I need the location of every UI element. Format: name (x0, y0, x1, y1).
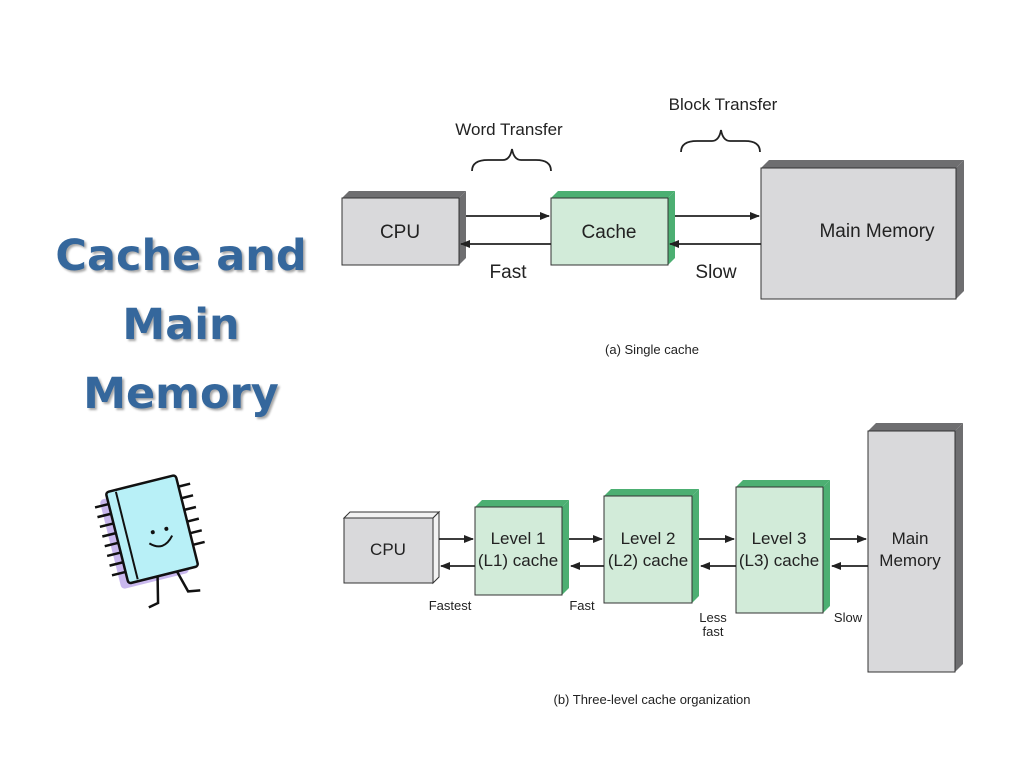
less-fast-label-line2: fast (703, 624, 724, 639)
fast-label-b: Fast (569, 598, 595, 613)
block-transfer-label: Block Transfer (669, 95, 778, 114)
single-cache-diagram: Word Transfer Block Transfer CPU Cache M… (341, 95, 964, 357)
cpu-box: CPU (341, 191, 466, 266)
single-cache-caption: (a) Single cache (605, 342, 699, 357)
l3-label-line1: Level 3 (752, 529, 807, 548)
slow-label-b: Slow (834, 610, 863, 625)
block-transfer-brace (680, 129, 761, 153)
word-transfer-label: Word Transfer (455, 120, 563, 139)
l2-label-line1: Level 2 (621, 529, 676, 548)
slide-title-line-2: Main (122, 300, 240, 350)
slide-title-line-3: Memory (83, 369, 279, 419)
three-level-caption: (b) Three-level cache organization (553, 692, 750, 707)
l2-cache-box: Level 2 (L2) cache (603, 489, 699, 604)
less-fast-label-line1: Less (699, 610, 727, 625)
l2-label-line2: (L2) cache (608, 551, 688, 570)
slow-label: Slow (695, 262, 736, 283)
main-memory-box-b: Main Memory (867, 423, 963, 673)
slide-title-line-1: Cache and (55, 231, 307, 281)
slide-title: Cache and Main Memory (40, 222, 322, 429)
cpu-label-b: CPU (370, 540, 406, 559)
main-memory-box: Main Memory (760, 160, 964, 300)
memory-label-line2: Memory (879, 551, 941, 570)
cache-box: Cache (550, 191, 675, 266)
l1-label-line1: Level 1 (491, 529, 546, 548)
cpu-label: CPU (380, 222, 420, 243)
l1-label-line2: (L1) cache (478, 551, 558, 570)
word-transfer-brace (471, 148, 552, 172)
l3-cache-box: Level 3 (L3) cache (735, 480, 830, 614)
l1-cache-box: Level 1 (L1) cache (474, 500, 569, 596)
main-memory-label: Main Memory (819, 221, 935, 242)
cache-label: Cache (582, 222, 637, 243)
cpu-box-b: CPU (342, 510, 441, 585)
fast-label: Fast (490, 262, 528, 283)
l3-label-line2: (L3) cache (739, 551, 819, 570)
fastest-label: Fastest (429, 598, 472, 613)
three-level-cache-diagram: CPU Level 1 (L1) cache Level 2 (L2) cach… (342, 423, 963, 707)
memory-label-line1: Main (892, 529, 929, 548)
